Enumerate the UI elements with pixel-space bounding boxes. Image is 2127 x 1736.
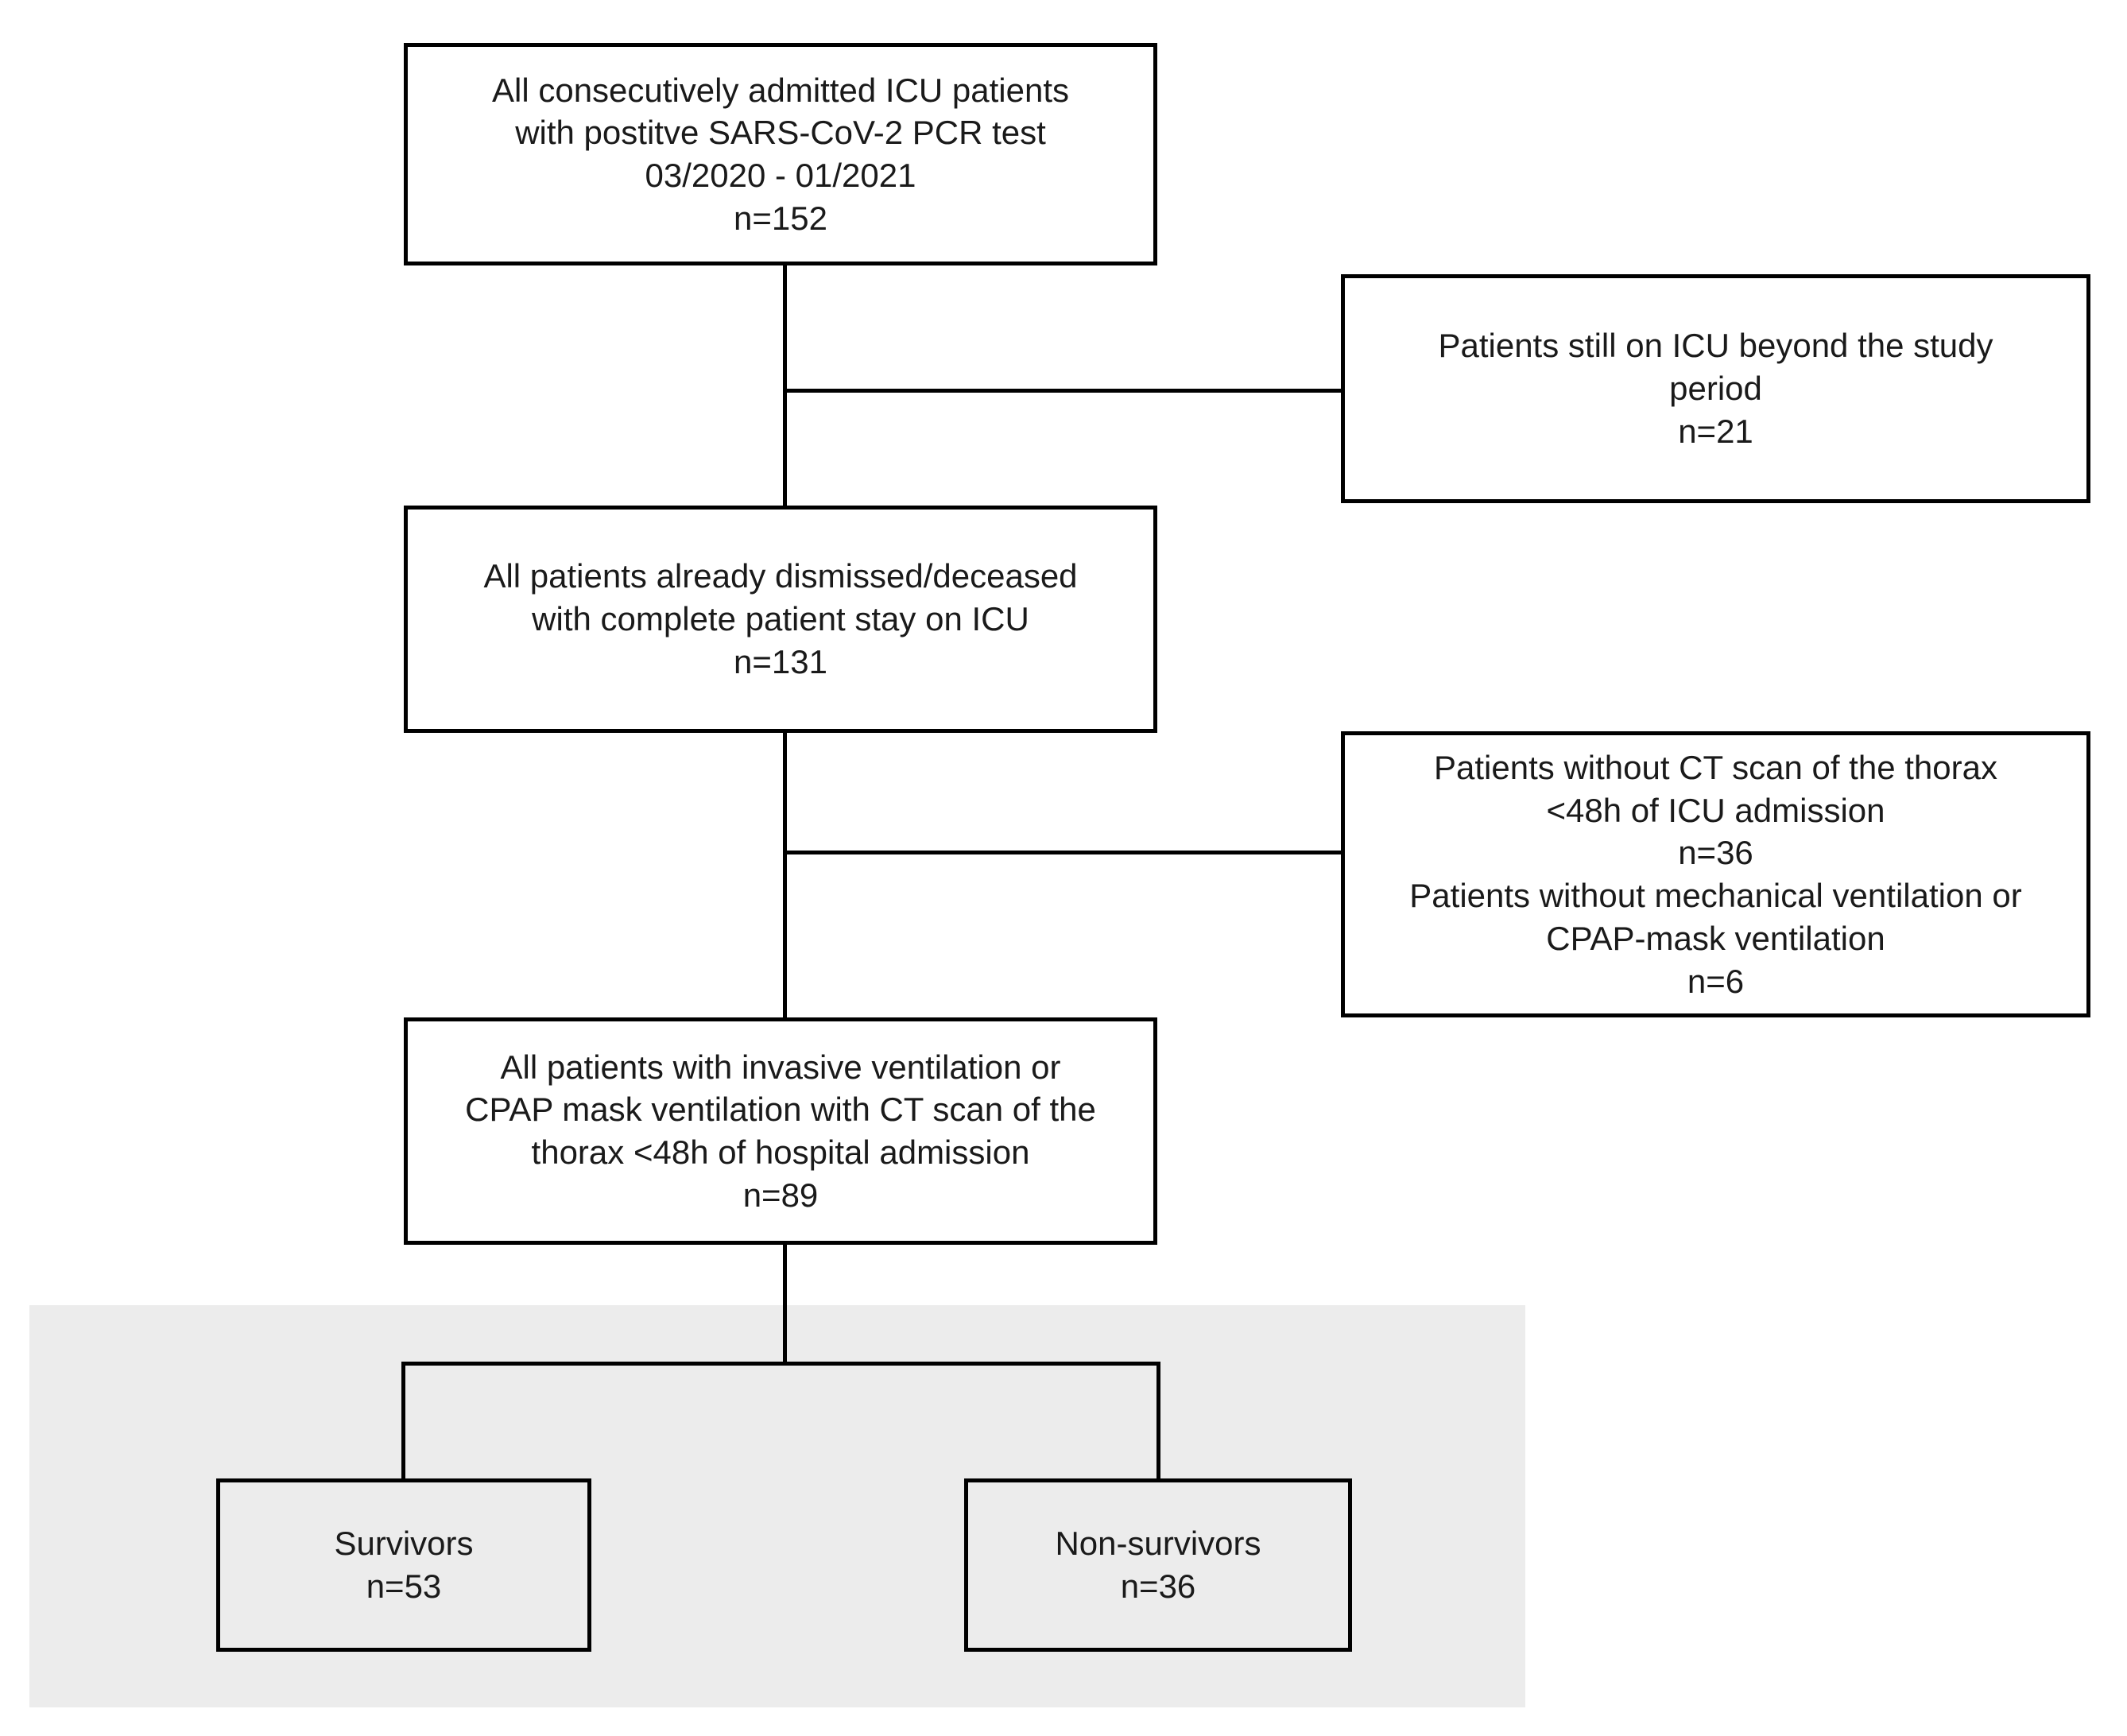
connector-box3-to-box5 [783,731,787,1019]
node-survivors[interactable]: Survivors n=53 [216,1478,591,1652]
node-dismissed-or-deceased[interactable]: All patients already dismissed/deceased … [404,506,1157,733]
node-included-cohort[interactable]: All patients with invasive ventilation o… [404,1017,1157,1245]
node-survivors-text: Survivors n=53 [334,1525,474,1605]
node-excluded-ct-vent-text: Patients without CT scan of the thorax <… [1409,748,2022,1000]
node-non-survivors-text: Non-survivors n=36 [1055,1525,1261,1605]
connector-exclusion-1 [783,389,1344,393]
connector-box1-to-box3 [783,262,787,509]
node-patients-still-on-icu[interactable]: Patients still on ICU beyond the study p… [1341,274,2090,503]
node-all-admitted-icu-patients[interactable]: All consecutively admitted ICU patients … [404,43,1157,265]
node-still-on-icu-text: Patients still on ICU beyond the study p… [1438,327,1993,450]
outcome-highlight-band [29,1305,1525,1707]
node-all-admitted-text: All consecutively admitted ICU patients … [492,71,1069,237]
connector-split-to-non-survivors [1156,1362,1160,1481]
node-dismissed-deceased-text: All patients already dismissed/deceased … [483,557,1078,680]
connector-split-to-survivors [401,1362,405,1481]
connector-split-bar [401,1362,1160,1366]
connector-exclusion-2 [783,851,1344,854]
connector-box5-to-split [783,1242,787,1366]
node-included-cohort-text: All patients with invasive ventilation o… [465,1048,1096,1214]
node-excluded-no-ct-or-ventilation[interactable]: Patients without CT scan of the thorax <… [1341,731,2090,1017]
node-non-survivors[interactable]: Non-survivors n=36 [964,1478,1352,1652]
